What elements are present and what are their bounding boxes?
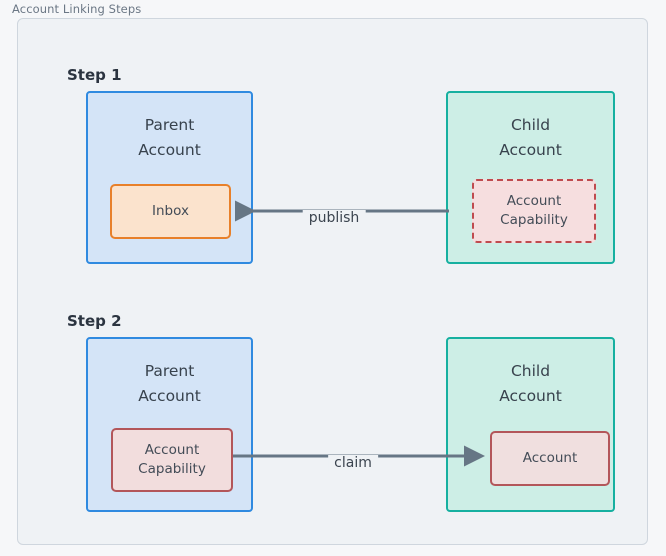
diagram-panel: Step 1 Parent Account Inbox Child Accoun… (17, 18, 648, 545)
step-2-child-account-box-inner: Account (490, 431, 610, 486)
step-2-child-account-label: Account (522, 450, 578, 466)
step-1-child-account-capability-box: Account Capability (472, 179, 596, 243)
step-2-parent-account-title: Parent Account (138, 362, 201, 405)
step-2-parent-account-box: Parent Account Account Capability (86, 337, 253, 512)
step-1-child-account-title: Child Account (499, 116, 562, 159)
step-1-child-account-box: Child Account Account Capability (446, 91, 615, 264)
step-1-parent-account-title: Parent Account (138, 116, 201, 159)
step-2-heading: Step 2 (67, 312, 122, 330)
step-2-parent-account-capability-label: Account Capability (138, 442, 206, 477)
step-1-parent-inbox-label: Inbox (152, 203, 189, 219)
step-2-arrow-label: claim (328, 455, 378, 471)
figure-caption: Account Linking Steps (12, 2, 142, 16)
step-1-parent-inbox-box: Inbox (110, 184, 231, 239)
step-1-arrow-label: publish (302, 210, 366, 226)
step-1-child-account-capability-label: Account Capability (500, 193, 568, 228)
step-2-child-account-box: Child Account Account (446, 337, 615, 512)
step-1-heading: Step 1 (67, 66, 122, 84)
step-2-parent-account-capability-box: Account Capability (111, 428, 233, 492)
step-1-parent-account-box: Parent Account Inbox (86, 91, 253, 264)
step-2-child-account-title: Child Account (499, 362, 562, 405)
